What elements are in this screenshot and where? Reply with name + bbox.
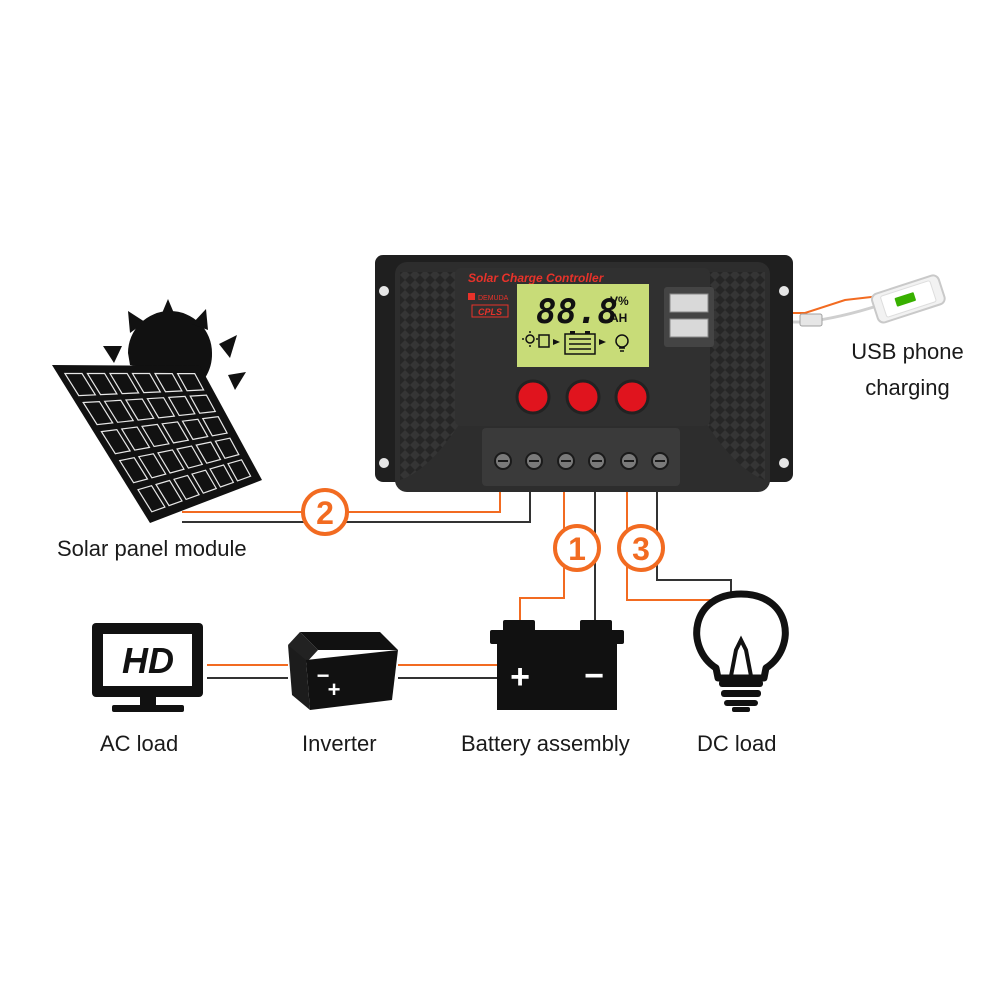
lcd-arrow-icon bbox=[553, 339, 560, 345]
light-bulb-icon bbox=[693, 590, 789, 712]
svg-text:2: 2 bbox=[316, 495, 334, 531]
step-badge-3: 3 bbox=[617, 524, 665, 572]
phone-icon bbox=[870, 274, 946, 324]
solar-cell bbox=[157, 449, 185, 474]
controller-button-left[interactable] bbox=[515, 379, 551, 415]
battery-assembly-label: Battery assembly bbox=[461, 731, 630, 756]
solar-cell bbox=[82, 400, 114, 426]
ac-load-label: AC load bbox=[100, 731, 179, 756]
solar-cell bbox=[189, 394, 217, 414]
controller-button-right[interactable] bbox=[614, 379, 650, 415]
step-badge-1: 1 bbox=[553, 524, 601, 572]
wire-dcload-dark bbox=[656, 492, 732, 594]
solar-cell bbox=[124, 398, 155, 421]
battery-icon: + − bbox=[490, 620, 624, 710]
solar-cell bbox=[153, 372, 183, 393]
svg-text:+: + bbox=[328, 677, 341, 702]
solar-cell bbox=[137, 453, 167, 479]
solar-cell bbox=[146, 397, 176, 419]
mount-hole-icon bbox=[379, 458, 389, 468]
solar-cell bbox=[161, 421, 190, 444]
solar-cell bbox=[100, 428, 132, 455]
solar-cell bbox=[176, 445, 204, 469]
solar-cell bbox=[167, 395, 196, 417]
mount-hole-icon bbox=[379, 286, 389, 296]
wire-solar-orange bbox=[182, 492, 501, 513]
wire-dcload-orange bbox=[626, 492, 716, 601]
solar-cell bbox=[103, 399, 135, 423]
step-badge-2: 2 bbox=[301, 488, 349, 536]
solar-cell bbox=[209, 464, 235, 488]
solar-cell bbox=[141, 423, 170, 448]
usb-charging-label: USB phone charging bbox=[840, 334, 975, 406]
solar-cell bbox=[120, 426, 151, 451]
usb-port-top[interactable] bbox=[669, 293, 709, 313]
solar-panel-label: Solar panel module bbox=[57, 536, 247, 561]
solar-cell bbox=[173, 474, 200, 501]
battery-minus-sign: − bbox=[584, 657, 604, 695]
lcd-bulb-icon bbox=[615, 334, 629, 352]
usb-plug-icon bbox=[799, 313, 823, 327]
lcd-digits: 88.8 bbox=[536, 292, 618, 332]
lcd-arrow-icon bbox=[599, 339, 606, 345]
svg-text:3: 3 bbox=[632, 531, 650, 567]
brand-logo-icon bbox=[468, 293, 475, 300]
mount-hole-icon bbox=[779, 458, 789, 468]
brand-name: DEMUDA bbox=[478, 295, 509, 302]
monitor-hd-text: HD bbox=[122, 640, 174, 681]
usb-label-line2: charging bbox=[865, 375, 950, 400]
solar-cell bbox=[155, 479, 183, 507]
solar-cell bbox=[108, 372, 140, 395]
solar-cell bbox=[118, 457, 149, 484]
inverter-label: Inverter bbox=[302, 731, 377, 756]
solar-cell bbox=[176, 373, 205, 392]
wire-solar-dark bbox=[182, 492, 531, 523]
dc-load-label: DC load bbox=[697, 731, 777, 756]
model-name: CPLS bbox=[478, 307, 502, 317]
solar-cell bbox=[131, 372, 162, 394]
sun-icon bbox=[103, 299, 246, 390]
lcd-screen bbox=[517, 284, 649, 367]
svg-text:1: 1 bbox=[568, 531, 586, 567]
lcd-unit-volt-percent: V% bbox=[610, 294, 629, 308]
solar-cell bbox=[191, 469, 218, 494]
solar-cell bbox=[201, 416, 229, 437]
svg-text:−: − bbox=[317, 663, 330, 688]
solar-cell bbox=[195, 441, 222, 464]
controller-button-middle[interactable] bbox=[565, 379, 601, 415]
solar-cell bbox=[137, 484, 166, 513]
solar-cell bbox=[63, 372, 97, 397]
usb-label-line1: USB phone bbox=[851, 339, 964, 364]
lcd-panel-icon bbox=[538, 334, 550, 348]
solar-cell bbox=[214, 437, 240, 460]
solar-panel-icon bbox=[52, 365, 262, 523]
charge-controller: Solar Charge Controller DEMUDA CPLS 88.8… bbox=[375, 255, 793, 492]
solar-cell bbox=[86, 372, 118, 396]
mount-hole-icon bbox=[779, 286, 789, 296]
lcd-unit-amp-hour: AH bbox=[610, 311, 627, 325]
lcd-battery-icon bbox=[564, 331, 596, 355]
solar-cell bbox=[181, 418, 209, 441]
controller-title: Solar Charge Controller bbox=[468, 271, 605, 285]
monitor-icon: HD bbox=[92, 623, 203, 712]
usb-port-bottom[interactable] bbox=[669, 318, 709, 338]
inverter-icon: − + bbox=[288, 632, 398, 710]
battery-plus-sign: + bbox=[510, 658, 530, 696]
terminal-strip bbox=[482, 428, 680, 486]
solar-cell bbox=[227, 459, 252, 482]
lcd-sun-icon bbox=[522, 331, 538, 347]
